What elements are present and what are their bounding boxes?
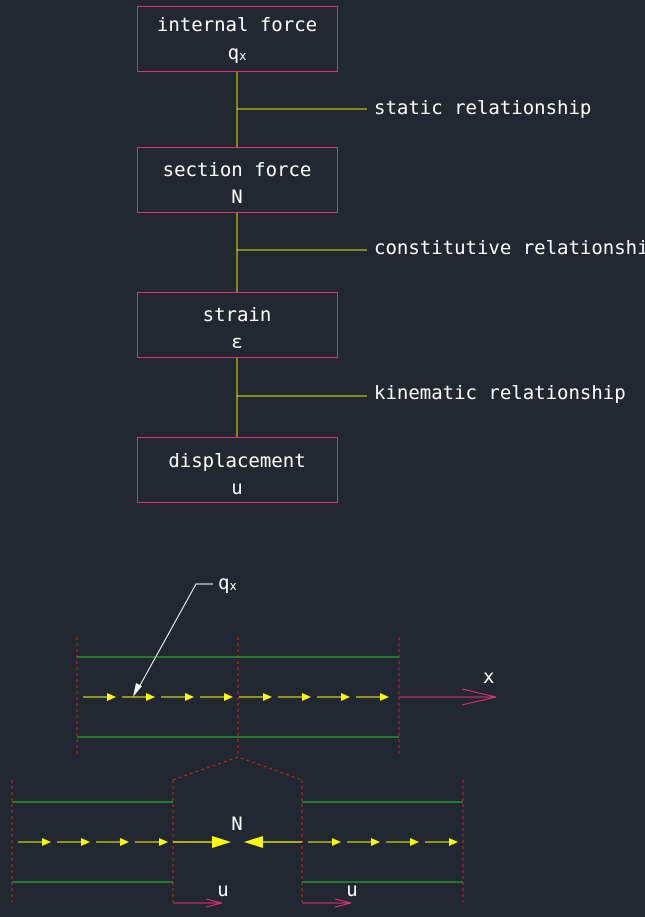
cut-load-arrow-left-head-2 (120, 838, 129, 846)
bar-load-arrow-head-3 (224, 693, 233, 701)
cut-load-arrows (18, 838, 458, 846)
symbol-q-subscript: x (239, 49, 246, 63)
cut-segment-outline (172, 756, 303, 781)
disp-left-arrowhead (205, 898, 223, 908)
bar-load-arrows (83, 693, 389, 701)
load-label-subscript: x (229, 579, 236, 593)
load-label: qx (218, 572, 237, 594)
disp-right-arrowhead (334, 898, 352, 908)
box-internal-force (137, 6, 338, 72)
cut-load-arrow-right-head-2 (410, 838, 419, 846)
cut-load-arrow-right-head-3 (449, 838, 458, 846)
cut-load-arrow-left-head-0 (42, 838, 51, 846)
x-axis-arrowhead (461, 688, 497, 706)
box-strain (137, 292, 338, 358)
box-section-force (137, 147, 338, 213)
bar-load-arrow-head-6 (341, 693, 350, 701)
section-force-label: N (231, 813, 242, 835)
box-displacement (137, 437, 338, 503)
bar-load-arrow-head-5 (302, 693, 311, 701)
box-symbol-displacement: u (231, 477, 242, 499)
box-title-section-force: section force (163, 159, 312, 181)
x-axis-label: x (483, 666, 494, 688)
cut-load-arrow-left-head-3 (159, 838, 168, 846)
disp-left-label: u (217, 879, 228, 901)
box-title-displacement: displacement (168, 450, 305, 472)
bar-diagram: x qx (76, 572, 497, 757)
bar-load-arrow-head-2 (185, 693, 194, 701)
bar-load-arrow-head-0 (107, 693, 116, 701)
box-symbol-strain: ε (231, 331, 242, 353)
load-leader-line (137, 583, 213, 690)
box-symbol-section-force: N (231, 186, 242, 208)
disp-right-label: u (346, 879, 357, 901)
section-force-right-head (244, 836, 263, 848)
box-title-strain: strain (203, 304, 272, 326)
load-label-q: q (218, 572, 229, 594)
cut-load-arrow-right-head-1 (371, 838, 380, 846)
symbol-q: q (228, 42, 239, 64)
load-leader-arrowhead (133, 683, 142, 697)
bar-load-arrow-head-7 (380, 693, 389, 701)
cut-load-arrow-left-head-1 (81, 838, 90, 846)
box-title-internal-force: internal force (157, 14, 317, 36)
label-kinematic-relationship: kinematic relationship (374, 382, 626, 404)
label-static-relationship: static relationship (374, 97, 591, 119)
section-force-left-head (212, 836, 231, 848)
label-constitutive-relationship: constitutive relationship (374, 237, 645, 259)
bar-load-arrow-head-4 (263, 693, 272, 701)
cut-diagram: N u u (11, 756, 464, 908)
bar-load-arrow-head-1 (146, 693, 155, 701)
box-symbol-internal-force: qx (228, 42, 247, 64)
flow-chart: internal force qx section force N strain… (137, 6, 645, 503)
cut-load-arrow-right-head-0 (332, 838, 341, 846)
